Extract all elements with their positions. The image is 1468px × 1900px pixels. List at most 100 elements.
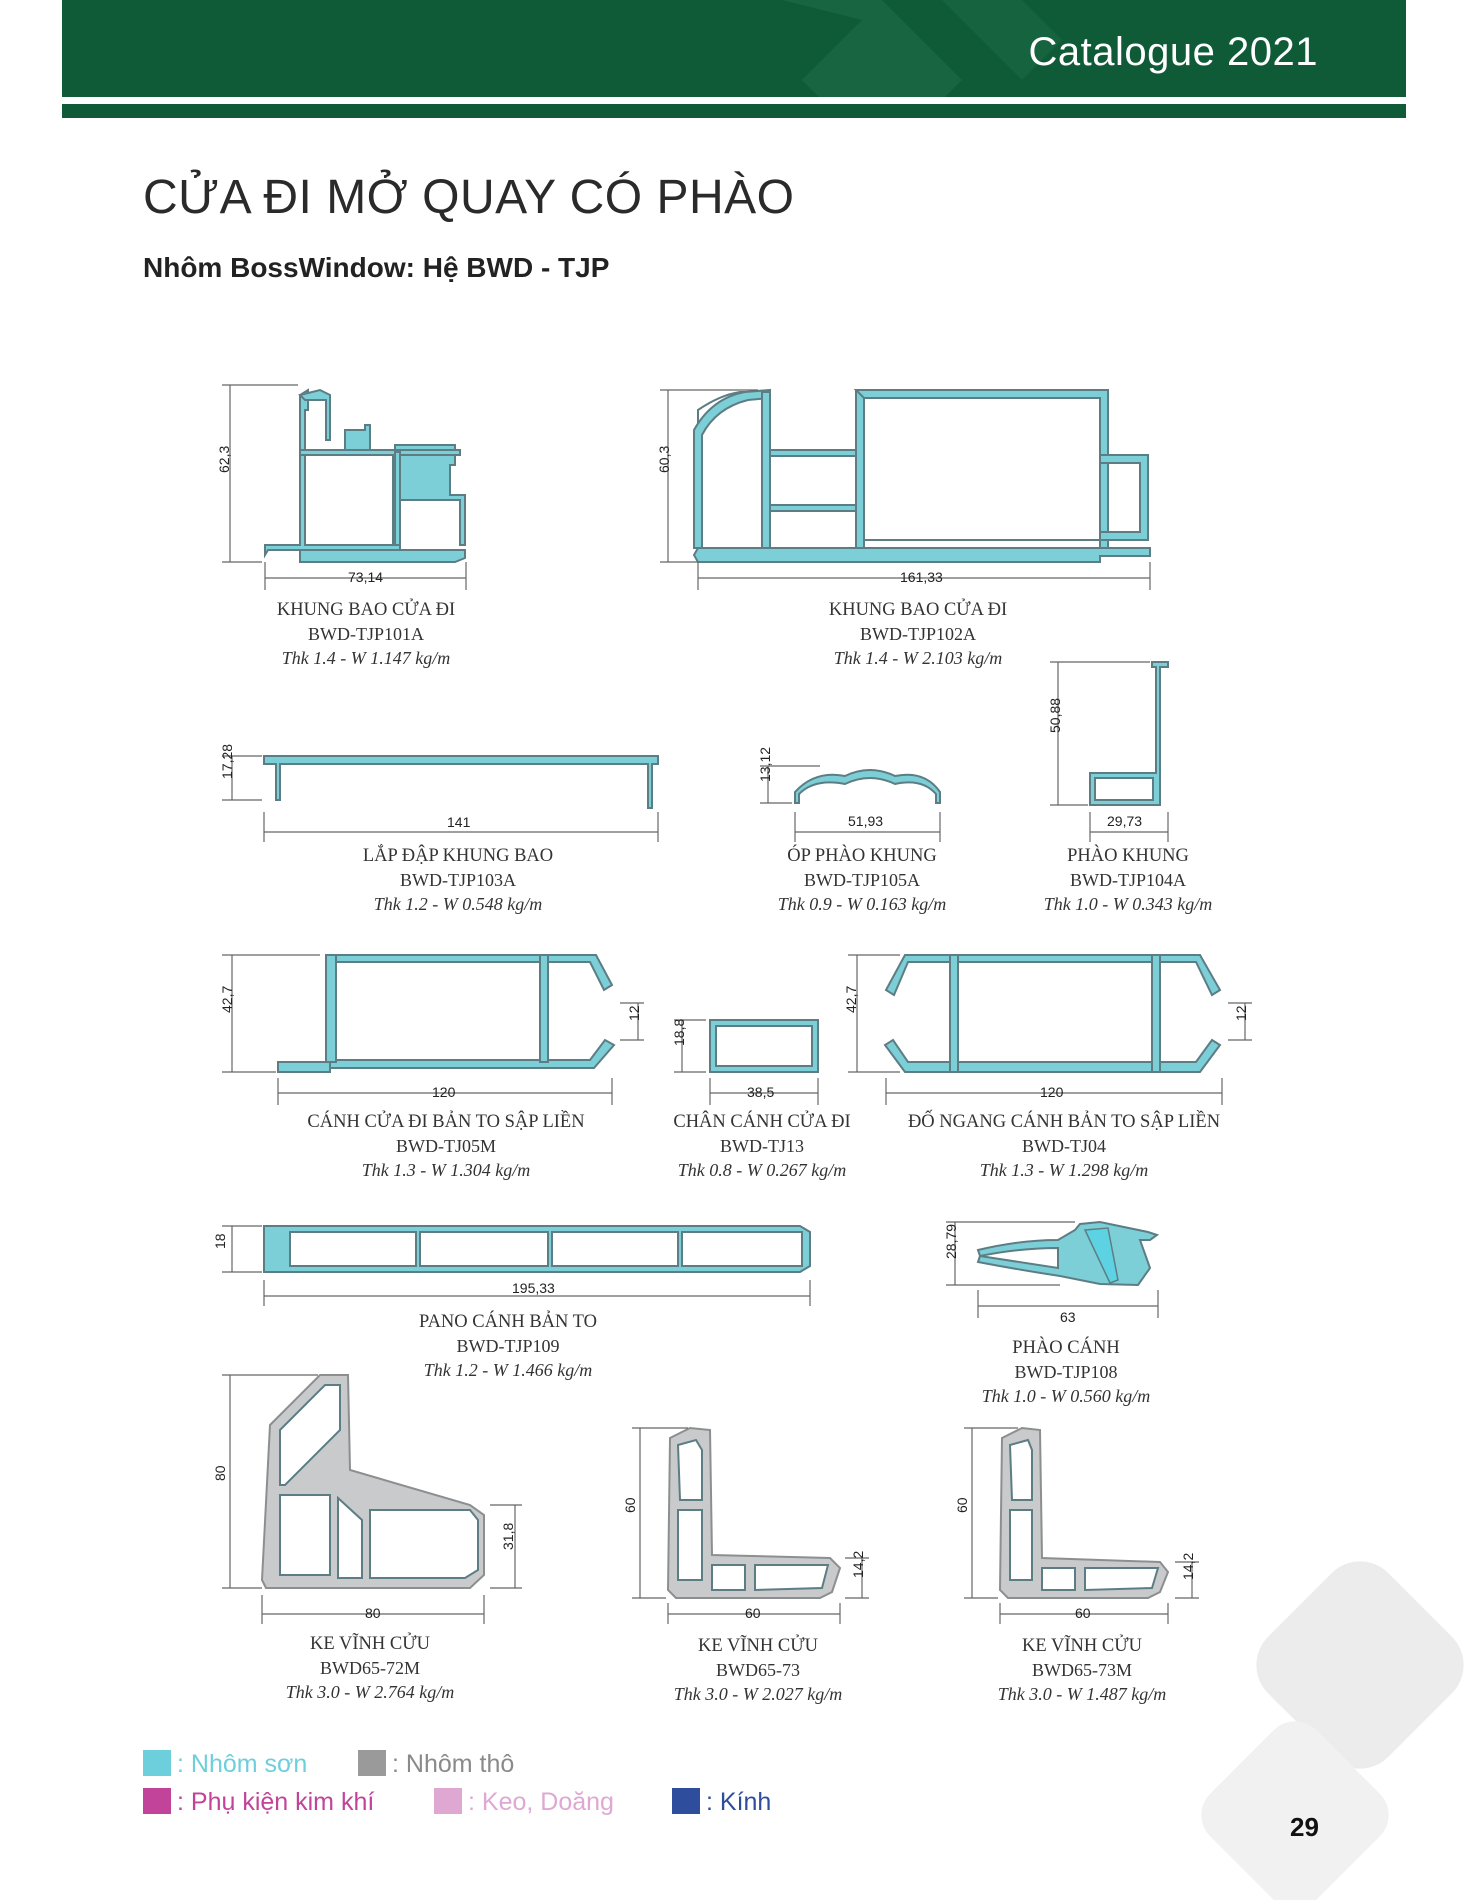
profile-tjp102a: 60,3 161,33: [656, 388, 1151, 590]
dim-height: 42,7: [843, 986, 859, 1013]
dim-width: 80: [365, 1605, 381, 1621]
profile-code: BWD-TJP102A: [859, 624, 976, 644]
header-stripe: [62, 104, 1406, 118]
profile-name: ÓP PHÀO KHUNG: [787, 846, 937, 866]
dim-width: 60: [745, 1605, 761, 1621]
profile-name: KE VĨNH CỬU: [1022, 1636, 1142, 1656]
profile-name: LẮP ĐẬP KHUNG BAO: [362, 846, 554, 866]
legend-label: : Phụ kiện kim khí: [177, 1788, 375, 1816]
legend-label: : Keo, Doăng: [468, 1788, 614, 1816]
profile-code: BWD-TJP108: [1014, 1362, 1118, 1382]
caption-tjp108: PHÀO CÁNH BWD-TJP108 Thk 1.0 - W 0.560 k…: [982, 1336, 1150, 1408]
dim-width: 38,5: [747, 1084, 774, 1100]
profile-tjp109: 18 195,33: [212, 1225, 811, 1306]
caption-bwd65-72m: KE VĨNH CỬU BWD65-72M Thk 3.0 - W 2.764 …: [286, 1632, 454, 1704]
dim-side: 31,8: [500, 1523, 516, 1550]
dim-width: 161,33: [900, 569, 943, 585]
profile-name: KE VĨNH CỬU: [310, 1634, 430, 1654]
profile-name: KHUNG BAO CỬA ĐI: [276, 600, 456, 620]
caption-tj13: CHÂN CÁNH CỬA ĐI BWD-TJ13 Thk 0.8 - W 0.…: [673, 1110, 850, 1182]
caption-tjp101a: KHUNG BAO CỬA ĐI BWD-TJP101A Thk 1.4 - W…: [277, 598, 455, 670]
profile-code: BWD-TJ04: [1022, 1136, 1106, 1156]
profile-spec: Thk 3.0 - W 2.764 kg/m: [285, 1682, 455, 1702]
profile-name: ĐỐ NGANG CÁNH BẢN TO SẬP LIỀN: [907, 1112, 1221, 1132]
profile-spec: Thk 1.2 - W 0.548 kg/m: [373, 894, 543, 914]
legend-swatch: [358, 1750, 386, 1776]
dim-width: 120: [432, 1084, 456, 1100]
profile-tj05m: 42,7 120 12: [219, 954, 644, 1105]
profile-code: BWD-TJP104A: [1069, 870, 1186, 890]
profile-name: PHÀO KHUNG: [1067, 846, 1189, 866]
dim-height: 60: [954, 1497, 970, 1513]
dim-height: 50,88: [1047, 698, 1063, 733]
profile-spec: Thk 0.8 - W 0.267 kg/m: [677, 1160, 847, 1180]
profile-spec: Thk 0.9 - W 0.163 kg/m: [777, 894, 947, 914]
profile-name: CHÂN CÁNH CỬA ĐI: [673, 1112, 851, 1132]
profile-code: BWD-TJP101A: [307, 624, 424, 644]
header-bar: Catalogue 2021: [62, 0, 1406, 97]
dim-width: 63: [1060, 1309, 1076, 1325]
header-pattern: [782, 0, 1062, 97]
dim-height: 17,28: [219, 744, 235, 779]
caption-tjp103a: LẮP ĐẬP KHUNG BAO BWD-TJP103A Thk 1.2 - …: [363, 844, 553, 916]
profile-spec: Thk 1.4 - W 2.103 kg/m: [833, 648, 1003, 668]
dim-height: 60: [622, 1497, 638, 1513]
dim-width: 51,93: [848, 813, 883, 829]
corner-decoration: [1201, 1561, 1464, 1900]
caption-tj05m: CÁNH CỬA ĐI BẢN TO SẬP LIỀN BWD-TJ05M Th…: [307, 1110, 584, 1182]
profile-name: KHUNG BAO CỬA ĐI: [828, 600, 1008, 620]
caption-tjp105a: ÓP PHÀO KHUNG BWD-TJP105A Thk 0.9 - W 0.…: [778, 844, 946, 916]
dim-width: 73,14: [348, 569, 383, 585]
legend-label: : Nhôm sơn: [177, 1750, 308, 1778]
catalogue-title: Catalogue 2021: [1028, 30, 1318, 74]
profile-tjp101a: 62,3 73,14: [216, 384, 467, 590]
profile-bwd65-73: 60 60 14,2: [622, 1426, 869, 1624]
dim-width: 120: [1040, 1084, 1064, 1100]
profile-code: BWD-TJP103A: [399, 870, 516, 890]
legend-swatch: [434, 1788, 462, 1814]
dim-side: 14,2: [850, 1551, 866, 1578]
dim-width: 29,73: [1107, 813, 1142, 829]
profile-code: BWD65-72M: [319, 1658, 420, 1678]
dim-height: 28,79: [943, 1224, 959, 1259]
profile-code: BWD65-73: [715, 1660, 800, 1680]
profile-tjp105a: 13,12 51,93: [757, 747, 941, 842]
legend-item-painted-aluminium: : Nhôm sơn: [143, 1750, 307, 1779]
profile-spec: Thk 1.4 - W 1.147 kg/m: [281, 648, 451, 668]
legend-swatch: [672, 1788, 700, 1814]
legend-item-glass: : Kính: [672, 1788, 771, 1817]
profile-tjp108: 28,79 63: [943, 1220, 1160, 1325]
dim-height: 80: [212, 1465, 228, 1481]
dim-height: 18: [212, 1233, 228, 1249]
profile-spec: Thk 3.0 - W 1.487 kg/m: [997, 1684, 1167, 1704]
profile-spec: Thk 1.0 - W 0.343 kg/m: [1043, 894, 1213, 914]
profile-code: BWD-TJ05M: [396, 1136, 496, 1156]
profile-code: BWD-TJP105A: [803, 870, 920, 890]
caption-bwd65-73m: KE VĨNH CỬU BWD65-73M Thk 3.0 - W 1.487 …: [998, 1634, 1166, 1706]
legend-item-hardware: : Phụ kiện kim khí: [143, 1788, 374, 1817]
page-subtitle: Nhôm BossWindow: Hệ BWD - TJP: [143, 252, 610, 283]
profile-bwd65-72m: 80 80 31,8: [212, 1374, 522, 1624]
profile-code: BWD-TJP109: [456, 1336, 560, 1356]
profile-tjp103a: 17,28 141: [219, 744, 659, 842]
legend-label: : Kính: [706, 1788, 772, 1816]
profile-name: KE VĨNH CỬU: [698, 1636, 818, 1656]
dim-side: 12: [626, 1005, 642, 1021]
profile-tjp104a: 50,88 29,73: [1047, 661, 1169, 842]
profile-name: PHÀO CÁNH: [1012, 1338, 1120, 1358]
profile-tj04: 42,7 120 12: [843, 954, 1252, 1105]
dim-height: 13,12: [757, 747, 773, 782]
profile-bwd65-73m: 60 60 14,2: [954, 1426, 1199, 1624]
profile-spec: Thk 1.3 - W 1.304 kg/m: [361, 1160, 531, 1180]
profile-spec: Thk 1.2 - W 1.466 kg/m: [423, 1360, 593, 1380]
legend-swatch: [143, 1788, 171, 1814]
profile-spec: Thk 3.0 - W 2.027 kg/m: [673, 1684, 843, 1704]
dim-height: 60,3: [656, 446, 672, 473]
dim-width: 141: [447, 814, 471, 830]
caption-tjp102a: KHUNG BAO CỬA ĐI BWD-TJP102A Thk 1.4 - W…: [829, 598, 1007, 670]
profile-tj13: 18,8 38,5: [671, 1019, 819, 1105]
dim-side: 12: [1233, 1005, 1249, 1021]
legend-item-gasket: : Keo, Doăng: [434, 1788, 614, 1817]
profile-code: BWD65-73M: [1031, 1660, 1132, 1680]
